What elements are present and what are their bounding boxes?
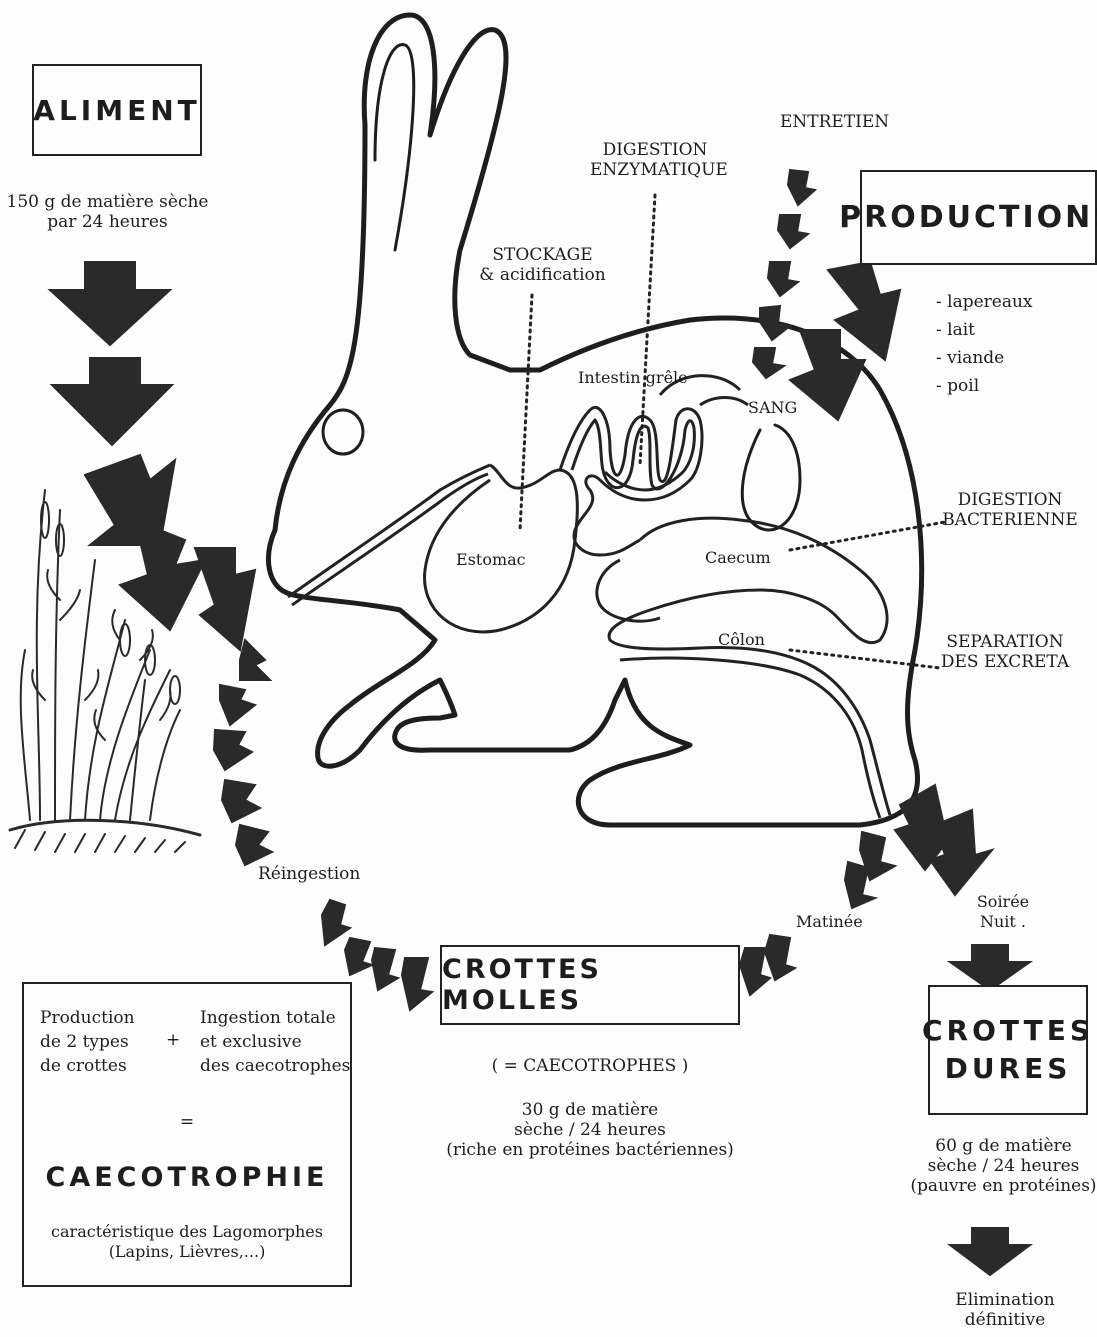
- arrow-to-elimination: [950, 1228, 1030, 1275]
- arrow-down-1: [50, 262, 170, 345]
- callout-stockage: [520, 295, 532, 530]
- crottes-molles-line-2: sèche / 24 heures: [430, 1120, 750, 1140]
- caeco-title: CAECOTROPHIE: [24, 1162, 350, 1194]
- colon: [620, 658, 880, 818]
- rabbit-haunch: [742, 425, 800, 530]
- small-intestine: [560, 407, 702, 555]
- caeco-left-3: de crottes: [40, 1054, 135, 1078]
- arrow-entretien-3: [768, 262, 798, 296]
- productions-item-2: - lait: [936, 316, 1033, 344]
- arrow-entretien-2: [778, 215, 808, 248]
- caeco-footer: caractéristique des Lagomorphes (Lapins,…: [24, 1222, 350, 1262]
- label-colon: Côlon: [718, 630, 765, 650]
- crottes-dures-line-2: sèche / 24 heures: [910, 1156, 1097, 1176]
- elimination-label: Elimination définitive: [930, 1290, 1080, 1330]
- label-soiree-nuit: Soirée Nuit .: [968, 892, 1038, 932]
- oesophagus: [288, 465, 490, 597]
- aliment-box: ALIMENT: [32, 64, 202, 156]
- arrow-bottom-1: [322, 900, 350, 945]
- crottes-molles-title: CROTTES MOLLES: [442, 954, 738, 1016]
- caecotrophie-box: Production de 2 types de crottes + Inges…: [22, 982, 352, 1287]
- label-digestion-enz-2: ENZYMATIQUE: [590, 160, 720, 180]
- label-digestion-bact-1: DIGESTION: [940, 490, 1080, 510]
- caeco-left-2: de 2 types: [40, 1030, 135, 1054]
- arrow-molles-2: [765, 935, 795, 980]
- caeco-right-text: Ingestion totale et exclusive des caecot…: [200, 1006, 350, 1078]
- caeco-left-1: Production: [40, 1006, 135, 1030]
- label-separation-2: DES EXCRETA: [935, 652, 1075, 672]
- aliment-quantity: 150 g de matière sèche par 24 heures: [0, 192, 215, 232]
- productions-item-4: - poil: [936, 372, 1033, 400]
- label-caecum: Caecum: [705, 548, 771, 568]
- arrow-down-2: [52, 358, 172, 445]
- arrow-small-4: [222, 780, 260, 822]
- aliment-line-1: 150 g de matière sèche: [0, 192, 215, 212]
- label-entretien: ENTRETIEN: [780, 112, 889, 132]
- productions-list: - lapereaux - lait - viande - poil: [936, 288, 1033, 400]
- caeco-left-text: Production de 2 types de crottes: [40, 1006, 135, 1078]
- arrow-bottom-4: [402, 958, 432, 1010]
- arrow-small-3: [214, 730, 252, 770]
- arrow-small-5: [236, 825, 272, 865]
- crottes-dures-line-1: 60 g de matière: [910, 1136, 1097, 1156]
- label-digestion-bacterienne: DIGESTION BACTERIENNE: [940, 490, 1080, 530]
- arrow-productions-2: [790, 330, 865, 420]
- caeco-equals: =: [24, 1112, 350, 1132]
- label-stockage-1: STOCKAGE: [470, 245, 615, 265]
- crottes-dures-line-3: (pauvre en protéines): [910, 1176, 1097, 1196]
- aliment-line-2: par 24 heures: [0, 212, 215, 232]
- arrow-entretien-5: [753, 348, 784, 378]
- crottes-molles-line-3: (riche en protéines bactériennes): [430, 1140, 750, 1160]
- crottes-dures-quantity: 60 g de matière sèche / 24 heures (pauvr…: [910, 1136, 1097, 1196]
- arrow-right-1: [195, 548, 255, 650]
- caeco-plus: +: [166, 1030, 180, 1050]
- caeco-right-1: Ingestion totale: [200, 1006, 350, 1030]
- productions-item-1: - lapereaux: [936, 288, 1033, 316]
- arrow-small-1: [240, 640, 270, 680]
- label-soiree: Soirée: [968, 892, 1038, 912]
- productions-title: PRODUCTIONS: [839, 200, 1097, 235]
- elimination-line-2: définitive: [930, 1310, 1080, 1330]
- crottes-molles-line-1: 30 g de matière: [430, 1100, 750, 1120]
- label-sang: SANG: [748, 398, 797, 418]
- arrow-bottom-3: [372, 948, 398, 990]
- label-digestion-bact-2: BACTERIENNE: [940, 510, 1080, 530]
- label-separation-1: SEPARATION: [935, 632, 1075, 652]
- caeco-foot-2: (Lapins, Lièvres,...): [24, 1242, 350, 1262]
- label-intestin: Intestin grêle: [578, 368, 688, 388]
- label-digestion-enz-1: DIGESTION: [590, 140, 720, 160]
- rabbit-eye: [323, 410, 363, 454]
- crottes-molles-subtitle: ( = CAECOTROPHES ): [440, 1056, 740, 1076]
- arrow-entretien-1: [788, 170, 815, 205]
- crottes-dures-box: CROTTES DURES: [928, 985, 1088, 1115]
- caeco-right-2: et exclusive: [200, 1030, 350, 1054]
- label-estomac: Estomac: [456, 550, 526, 570]
- elimination-line-1: Elimination: [930, 1290, 1080, 1310]
- crottes-dures-title-1: CROTTES: [922, 1012, 1094, 1050]
- label-stockage: STOCKAGE & acidification: [470, 245, 615, 285]
- arrow-small-2: [220, 685, 255, 725]
- rabbit-inner-ear: [375, 45, 414, 250]
- label-separation: SEPARATION DES EXCRETA: [935, 632, 1075, 672]
- aliment-title: ALIMENT: [33, 94, 200, 127]
- label-matinee: Matinée: [796, 912, 863, 932]
- crottes-dures-title-2: DURES: [945, 1050, 1072, 1088]
- label-nuit: Nuit .: [968, 912, 1038, 932]
- productions-item-3: - viande: [936, 344, 1033, 372]
- label-reingestion: Réingestion: [258, 864, 360, 884]
- stomach: [425, 465, 578, 632]
- crottes-molles-quantity: 30 g de matière sèche / 24 heures (riche…: [430, 1100, 750, 1160]
- productions-box: PRODUCTIONS: [860, 170, 1097, 265]
- arrow-to-dures: [950, 945, 1030, 990]
- crottes-molles-box: CROTTES MOLLES: [440, 945, 740, 1025]
- caeco-right-3: des caecotrophes: [200, 1054, 350, 1078]
- caeco-foot-1: caractéristique des Lagomorphes: [24, 1222, 350, 1242]
- arrow-bottom-2: [345, 938, 372, 975]
- label-digestion-enzymatique: DIGESTION ENZYMATIQUE: [590, 140, 720, 180]
- label-stockage-2: & acidification: [470, 265, 615, 285]
